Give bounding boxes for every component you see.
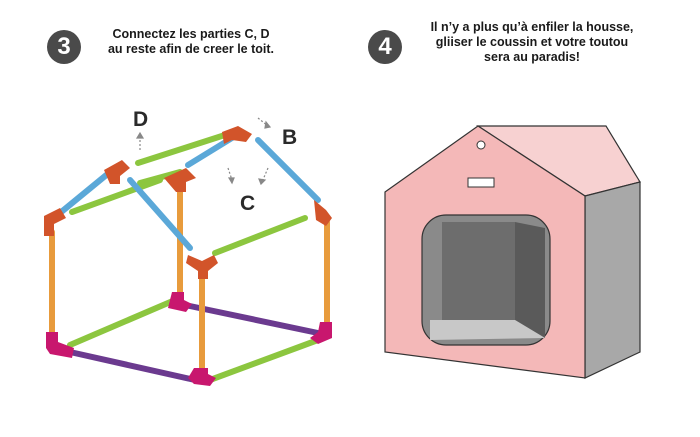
connector-peak xyxy=(222,126,252,144)
tube-bottom-back-purple xyxy=(182,302,321,336)
tube-eave-right-green xyxy=(212,215,308,256)
tube-rafter-left-blue xyxy=(57,169,113,216)
connector-front-left xyxy=(44,208,66,236)
step-4-badge: 4 xyxy=(368,30,402,64)
bottom-connectors xyxy=(46,292,332,386)
tube-roof-left-green xyxy=(69,177,163,215)
arrow-b-head xyxy=(264,120,272,129)
connector-front-right xyxy=(186,255,218,279)
tube-bottom-right-green xyxy=(207,337,321,383)
step-4-line-1: Il n’y a plus qu’à enfiler la housse, xyxy=(430,20,634,34)
label-b: B xyxy=(282,126,298,149)
connector-bottom-back-left xyxy=(168,292,192,312)
bottom-tubes xyxy=(67,297,321,383)
step-4-instruction: Il n’y a plus qu’à enfiler la housse, gl… xyxy=(412,20,652,65)
house-side-wall xyxy=(584,181,641,379)
connector-left-peak xyxy=(104,160,130,184)
label-c: C xyxy=(240,192,256,215)
connector-back-right xyxy=(314,200,332,226)
step-3-instruction: Connectez les parties C, D au reste afin… xyxy=(96,27,286,57)
vertical-posts xyxy=(49,189,330,375)
roof-connectors xyxy=(44,126,332,279)
hint-arrows xyxy=(135,117,272,186)
door-interior-right xyxy=(515,222,545,338)
step-4-line-2: gliiser le coussin et votre toutou xyxy=(435,35,629,49)
tube-bottom-left-green xyxy=(67,297,178,348)
step-4-number: 4 xyxy=(378,33,392,60)
door-interior-floor xyxy=(430,320,545,340)
step-3-line-1: Connectez les parties C, D xyxy=(112,27,270,41)
step-3-number: 3 xyxy=(57,33,71,60)
front-slot xyxy=(467,177,495,188)
front-hole xyxy=(476,140,486,150)
step-3-badge: 3 xyxy=(47,30,81,64)
dog-house xyxy=(384,125,641,379)
connector-back-left xyxy=(164,168,196,192)
roof-tubes xyxy=(57,131,321,256)
step-4-line-3: sera au paradis! xyxy=(484,50,580,64)
connector-bottom-back-right xyxy=(310,322,332,344)
arrow-c-right-head xyxy=(258,178,267,186)
connector-bottom-front-left xyxy=(46,332,74,358)
door-interior-back xyxy=(442,222,515,320)
tube-ridge-green xyxy=(135,131,231,166)
label-d: D xyxy=(133,108,149,131)
tube-bottom-front-purple xyxy=(67,349,198,383)
tube-rafter-right-blue xyxy=(255,137,321,203)
connector-bottom-front-right xyxy=(188,368,216,386)
step-3-line-2: au reste afin de creer le toit. xyxy=(107,42,275,56)
tube-rafter-front-blue xyxy=(127,177,193,251)
arrow-d-head xyxy=(135,131,145,139)
arrow-c-left-head xyxy=(227,177,235,185)
